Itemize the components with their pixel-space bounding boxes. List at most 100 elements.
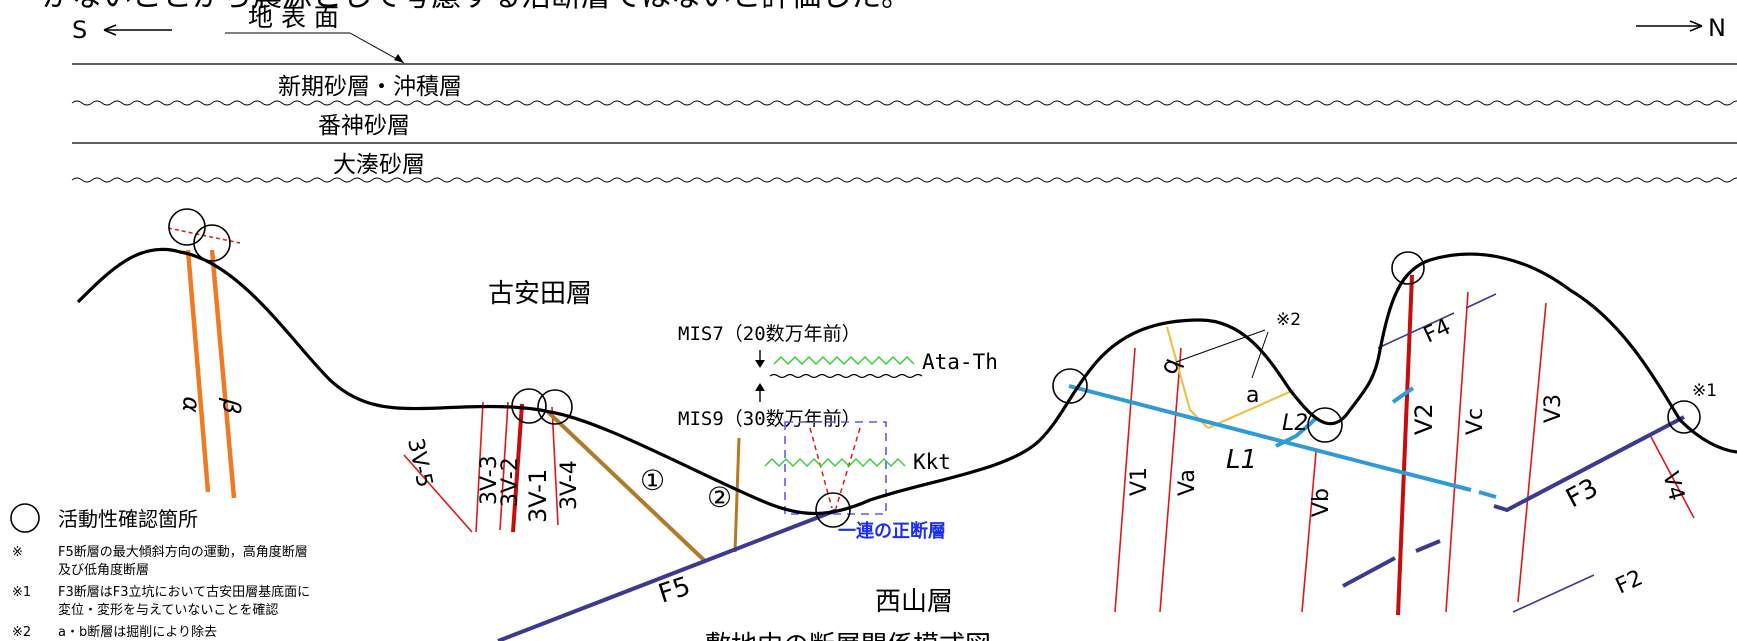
unconformity-line-lower xyxy=(71,177,1737,183)
label-vb: Vb xyxy=(1309,488,1334,517)
label-f2: F2 xyxy=(1612,566,1647,600)
south-arrow-head xyxy=(103,24,117,36)
fault-vc xyxy=(1445,291,1469,613)
fault-va xyxy=(1159,347,1182,613)
ata-arrow-down-head xyxy=(755,360,765,368)
fault-l1 xyxy=(1068,384,1386,470)
marker-ata-th: Ata-Th xyxy=(922,350,998,374)
label-f4: F4 xyxy=(1420,315,1455,349)
stratum-nishiyama: 西山層 xyxy=(875,587,953,617)
ata-arrow-up-head xyxy=(755,383,765,391)
label-beta: β xyxy=(217,396,246,415)
ata-green-marker xyxy=(773,356,915,365)
normal-fault-box xyxy=(784,421,887,515)
label-3v-1: 3V-1 xyxy=(524,469,552,523)
label-va: Va xyxy=(1175,469,1200,496)
unconformity-line-upper xyxy=(71,100,1737,106)
check-circle-7 xyxy=(1307,407,1343,443)
legend-n1-line1: F3断層はF3立坑において古安田層基底面に xyxy=(58,584,310,600)
fault-l2-lower xyxy=(1391,386,1415,404)
label-note1: ※1 xyxy=(1692,381,1717,401)
fault-1 xyxy=(546,410,708,564)
label-alpha: α xyxy=(177,395,206,413)
check-circle-4 xyxy=(537,389,573,425)
fault-f3 xyxy=(1493,415,1685,513)
check-circle-8 xyxy=(1391,251,1425,285)
south-label: S xyxy=(72,16,87,44)
top-cut-text: がないことから震源として考慮する活断層ではないと評価した。 xyxy=(42,0,911,14)
normal-fault-dash-2 xyxy=(835,427,861,509)
fault-l2 xyxy=(1275,416,1318,448)
legend-n2-line1: a・b断層は掘削により除去 xyxy=(58,625,217,640)
legend-n0-line2: 及び低角度断層 xyxy=(58,562,149,578)
legend-n1-line2: 変位・変形を与えていないことを確認 xyxy=(58,602,278,618)
label-3v-3: 3V-3 xyxy=(477,455,502,505)
north-label: N xyxy=(1708,14,1726,42)
label-vc: Vc xyxy=(1463,408,1488,435)
check-circle-5 xyxy=(815,492,851,528)
fault-f4-right xyxy=(1465,293,1497,309)
fault-f4-left xyxy=(1377,312,1455,349)
fault-2 xyxy=(733,437,741,553)
fault-a xyxy=(1207,388,1295,430)
legend-n2-mark: ※2 xyxy=(12,625,31,640)
marker-mis7: MIS7（20数万年前） xyxy=(678,323,861,345)
legend-n1-mark: ※1 xyxy=(12,585,31,600)
label-l2: L2 xyxy=(1282,411,1308,436)
normal-fault-dash-1 xyxy=(809,427,833,509)
fault-f3-low xyxy=(1342,556,1396,588)
fault-f3-step xyxy=(1415,539,1441,553)
note2-leader-b xyxy=(1175,329,1266,363)
check-circle-3 xyxy=(511,388,547,424)
label-note2: ※2 xyxy=(1276,310,1301,330)
fault-l1-mid xyxy=(1380,465,1472,492)
legend-n0-line1: F5断層の最大傾斜方向の運動，高角度断層 xyxy=(58,544,308,560)
kkt-green-marker xyxy=(764,458,906,467)
marker-mis9: MIS9（30数万年前） xyxy=(678,408,861,430)
fault-3v-2 xyxy=(499,401,509,531)
note2-leader-a xyxy=(1251,331,1269,379)
marker-kkt: Kkt xyxy=(913,450,951,474)
label-b: b xyxy=(1157,355,1189,380)
legend-circle-icon xyxy=(10,503,40,533)
stratum-ominato: 大湊砂層 xyxy=(333,152,425,178)
check-circle-1 xyxy=(168,208,206,246)
label-fault-1: ① xyxy=(640,464,665,497)
surface-leader-head xyxy=(394,54,404,63)
koyasuda-base-profile xyxy=(76,247,1737,515)
label-v3: V3 xyxy=(1541,394,1566,423)
fault-v4 xyxy=(1649,434,1695,519)
label-a: a xyxy=(1246,383,1259,408)
figure-caption: 敷地内の断層関係模式図 xyxy=(705,631,991,641)
legend-n0-mark: ※ xyxy=(12,545,23,560)
label-v2: V2 xyxy=(1410,403,1438,435)
fault-l1-tail xyxy=(1478,490,1497,499)
ata-black-wave xyxy=(769,373,923,379)
check-circle-6 xyxy=(1052,368,1088,404)
label-3v-4: 3V-4 xyxy=(557,460,582,510)
fault-alpha xyxy=(185,249,211,493)
north-arrow-head xyxy=(1689,20,1703,32)
fault-3v-4 xyxy=(551,406,559,526)
surface-leader xyxy=(349,32,405,64)
label-3v-2: 3V-2 xyxy=(498,457,523,507)
stratum-koyasuda: 古安田層 xyxy=(488,279,592,309)
legend-circle-label: 活動性確認箇所 xyxy=(58,507,198,531)
label-v1: V1 xyxy=(1127,467,1152,496)
check-circle-2 xyxy=(193,224,231,262)
label-l1: L1 xyxy=(1226,445,1257,475)
stratum-shinki: 新期砂層・沖積層 xyxy=(278,74,462,100)
surface-label: 地 表 面 xyxy=(248,3,339,32)
fault-v3 xyxy=(1517,302,1547,603)
fault-beta xyxy=(209,249,237,499)
fault-3v-1 xyxy=(511,403,524,533)
fault-3v-3 xyxy=(475,401,484,533)
label-3v-5: 3V-5 xyxy=(402,436,437,490)
fault-v2 xyxy=(1396,274,1414,616)
fault-f2 xyxy=(1512,574,1595,613)
alpha-beta-dash-red xyxy=(167,227,241,244)
fault-3v-5 xyxy=(403,454,473,533)
check-circle-9 xyxy=(1667,400,1701,434)
